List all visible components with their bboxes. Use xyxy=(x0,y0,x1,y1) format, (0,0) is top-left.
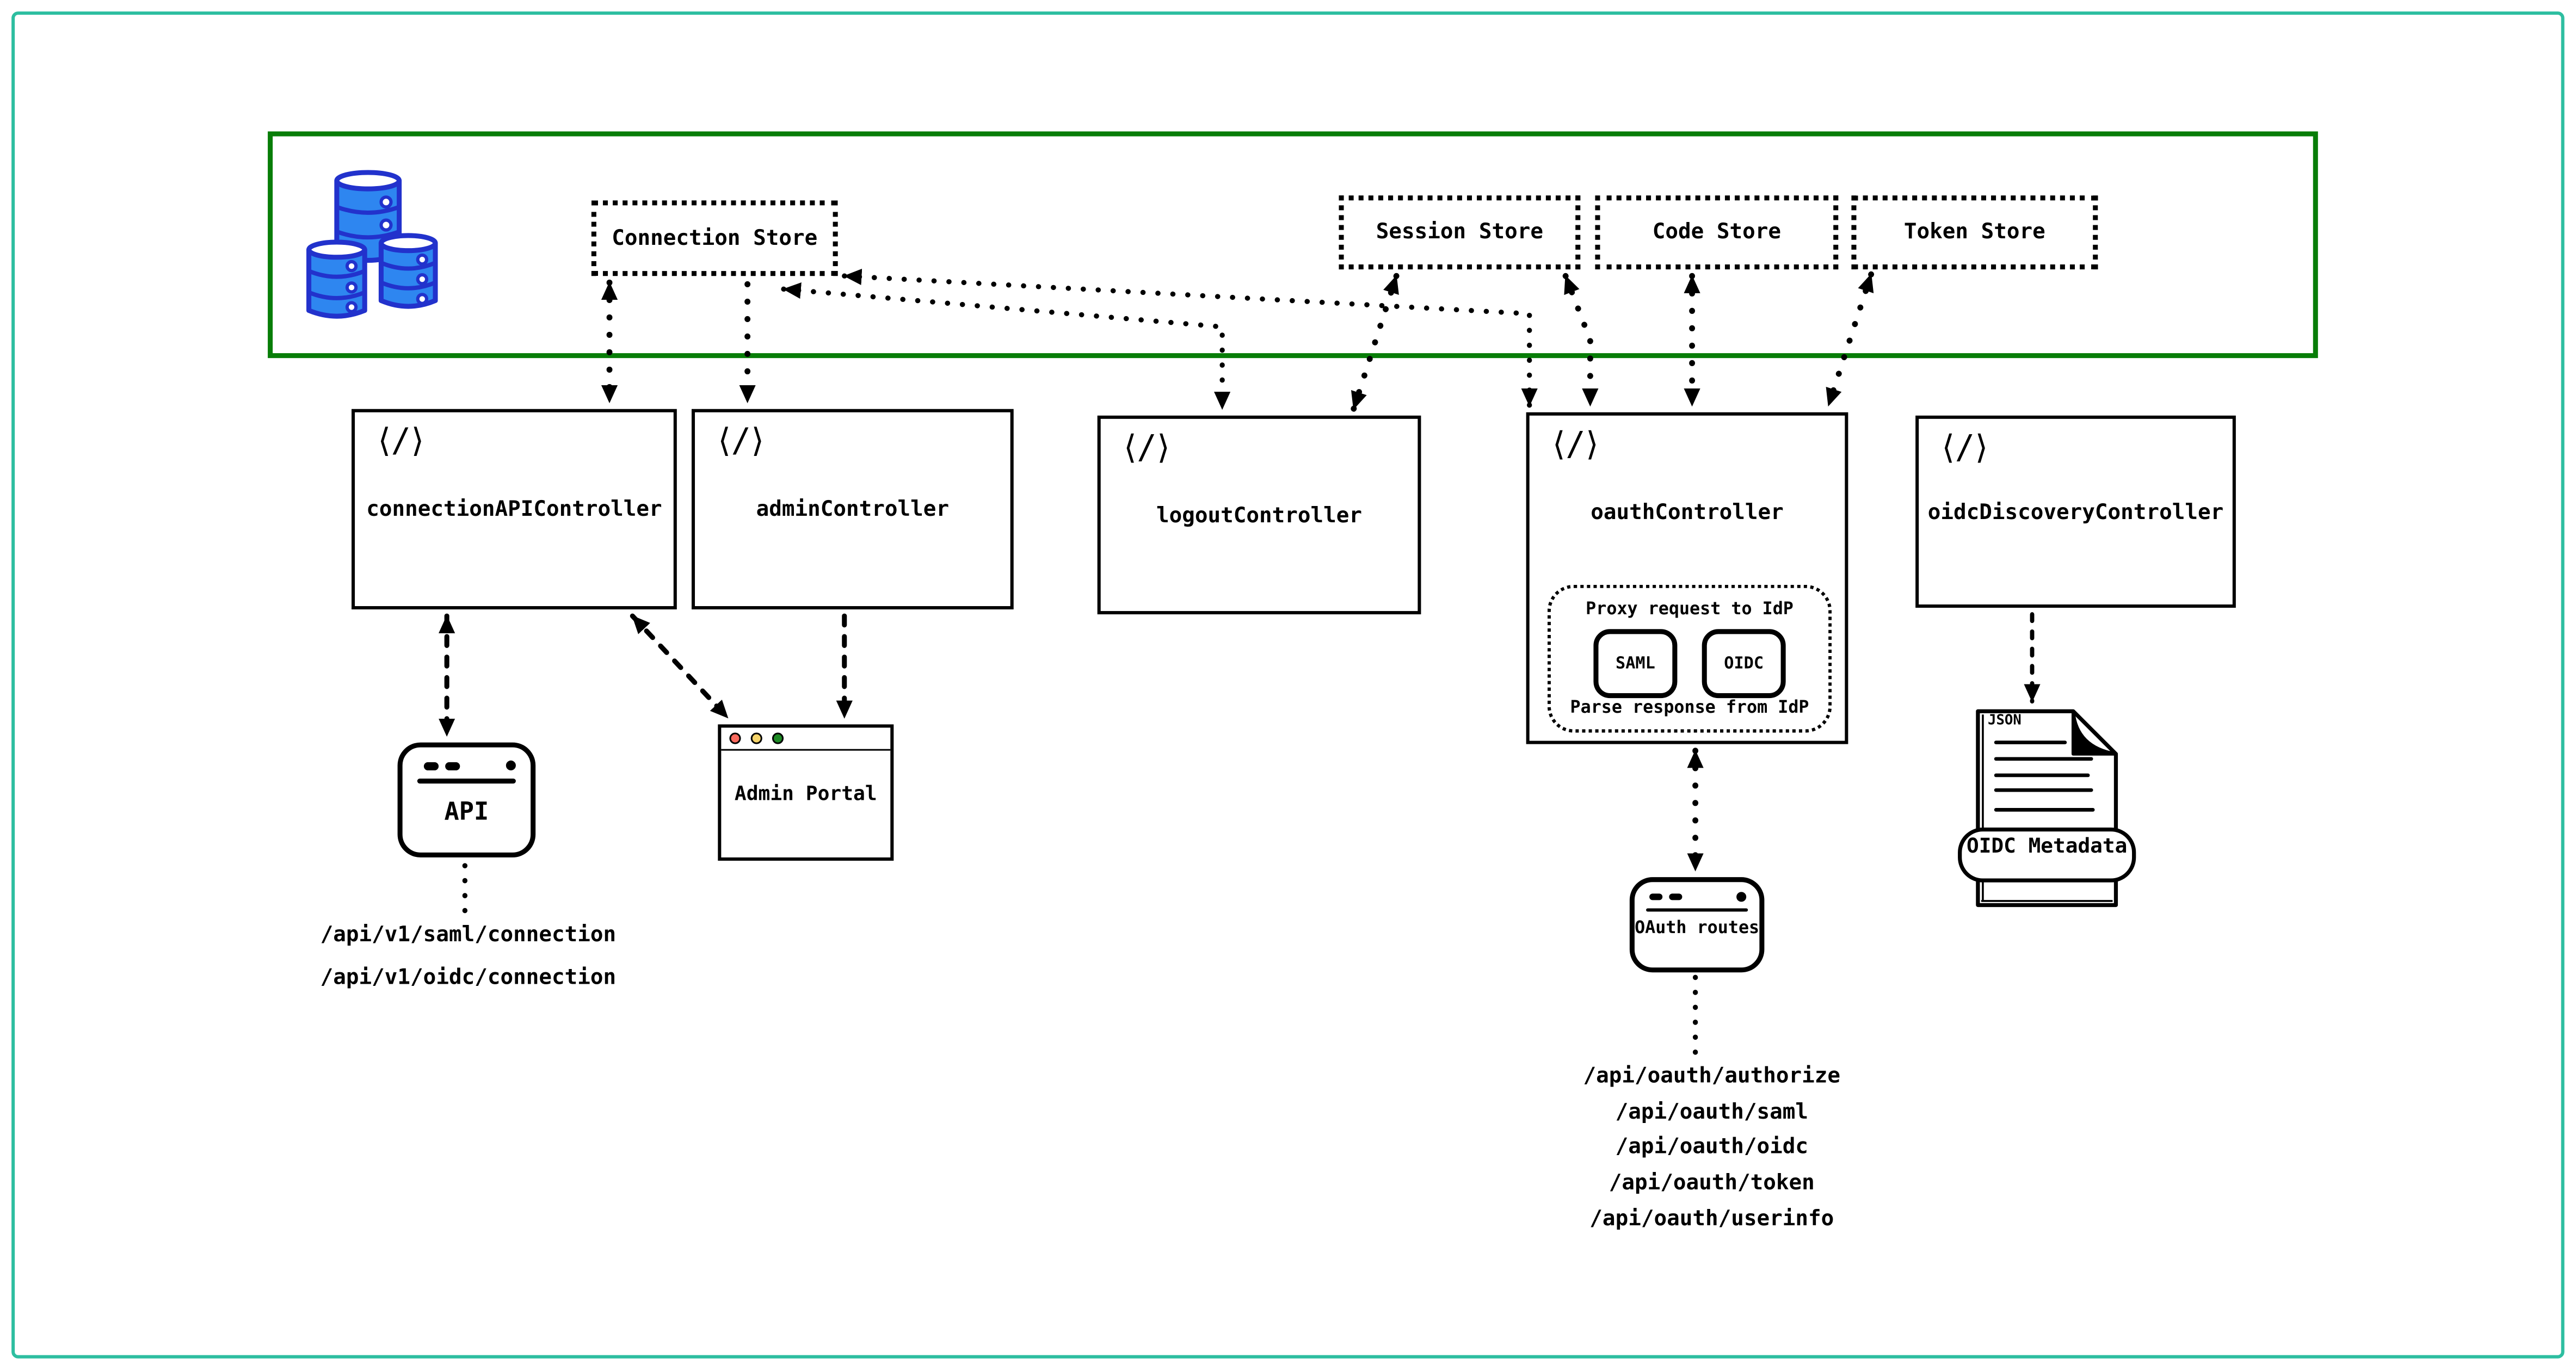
oidc-discovery-controller-label: oidcDiscoveryController xyxy=(1927,501,2224,526)
admin-controller-label: adminController xyxy=(756,497,950,523)
minimize-traffic-light-icon xyxy=(750,732,762,744)
session-store-label: Session Store xyxy=(1376,220,1543,245)
token-store-box: Token Store xyxy=(1851,195,2098,270)
connection-api-controller-label: connectionAPIController xyxy=(366,497,662,523)
idp-proxy-bottom-label: Parse response from IdP xyxy=(1570,698,1809,718)
oauth-endpoint: /api/oauth/oidc xyxy=(1615,1135,1809,1160)
admin-controller-box: ⟨/⟩ adminController xyxy=(691,409,1014,610)
connection-store-box: Connection Store xyxy=(591,200,838,276)
idp-proxy-block: Proxy request to IdP SAML OIDC Parse res… xyxy=(1547,584,1832,733)
code-icon: ⟨/⟩ xyxy=(1549,423,1602,464)
oidc-metadata-label: OIDC Metadata xyxy=(1966,832,2128,857)
window-dash-icon xyxy=(1669,893,1683,900)
window-dot-icon xyxy=(1736,892,1747,902)
session-store-box: Session Store xyxy=(1339,195,1581,270)
api-endpoint: /api/v1/saml/connection xyxy=(320,923,617,948)
code-icon: ⟨/⟩ xyxy=(1120,427,1173,467)
json-file-icon xyxy=(1958,709,2136,908)
logout-controller-label: logoutController xyxy=(1156,504,1363,529)
logout-controller-box: ⟨/⟩ logoutController xyxy=(1097,415,1421,615)
oidc-protocol-box: OIDC xyxy=(1702,629,1786,699)
window-divider xyxy=(417,779,516,783)
close-traffic-light-icon xyxy=(729,732,741,744)
connection-api-controller-box: ⟨/⟩ connectionAPIController xyxy=(352,409,677,610)
oauth-endpoint: /api/oauth/token xyxy=(1609,1171,1815,1196)
code-icon: ⟨/⟩ xyxy=(374,420,427,460)
saml-protocol-box: SAML xyxy=(1593,629,1678,699)
maximize-traffic-light-icon xyxy=(772,732,784,744)
window-dot-icon xyxy=(506,760,516,770)
code-store-label: Code Store xyxy=(1652,220,1782,245)
window-divider xyxy=(1646,907,1748,912)
api-window: API xyxy=(397,742,536,857)
code-store-box: Code Store xyxy=(1595,195,1839,270)
admin-portal-window: Admin Portal xyxy=(718,724,894,861)
api-window-label: API xyxy=(444,797,489,826)
oauth-routes-label: OAuth routes xyxy=(1635,918,1760,938)
token-store-label: Token Store xyxy=(1903,220,2045,245)
oidc-metadata-document: JSON OIDC Metadata xyxy=(1952,703,2142,916)
oidc-label: OIDC xyxy=(1724,655,1764,673)
code-icon: ⟨/⟩ xyxy=(1938,427,1991,467)
admin-portal-titlebar xyxy=(721,727,891,751)
page-frame xyxy=(11,11,2565,1359)
oidc-discovery-controller-box: ⟨/⟩ oidcDiscoveryController xyxy=(1915,415,2236,608)
idp-proxy-top-label: Proxy request to IdP xyxy=(1586,599,1794,620)
oauth-endpoint: /api/oauth/authorize xyxy=(1583,1064,1841,1089)
database-icon xyxy=(306,170,438,319)
oauth-endpoint: /api/oauth/userinfo xyxy=(1589,1207,1834,1232)
oauth-controller-label: oauthController xyxy=(1591,501,1784,526)
oauth-controller-box: ⟨/⟩ oauthController Proxy request to IdP… xyxy=(1526,412,1848,744)
oauth-endpoint: /api/oauth/saml xyxy=(1615,1100,1809,1126)
window-dash-icon xyxy=(445,762,460,770)
api-endpoint: /api/v1/oidc/connection xyxy=(320,966,617,991)
window-dash-icon xyxy=(1649,893,1663,900)
saml-label: SAML xyxy=(1616,655,1655,673)
connection-store-label: Connection Store xyxy=(612,226,818,251)
window-dash-icon xyxy=(423,762,439,770)
json-file-type-label: JSON xyxy=(1987,713,2022,730)
oauth-routes-window: OAuth routes xyxy=(1629,877,1765,973)
admin-portal-label: Admin Portal xyxy=(734,782,877,805)
code-icon: ⟨/⟩ xyxy=(714,420,767,460)
